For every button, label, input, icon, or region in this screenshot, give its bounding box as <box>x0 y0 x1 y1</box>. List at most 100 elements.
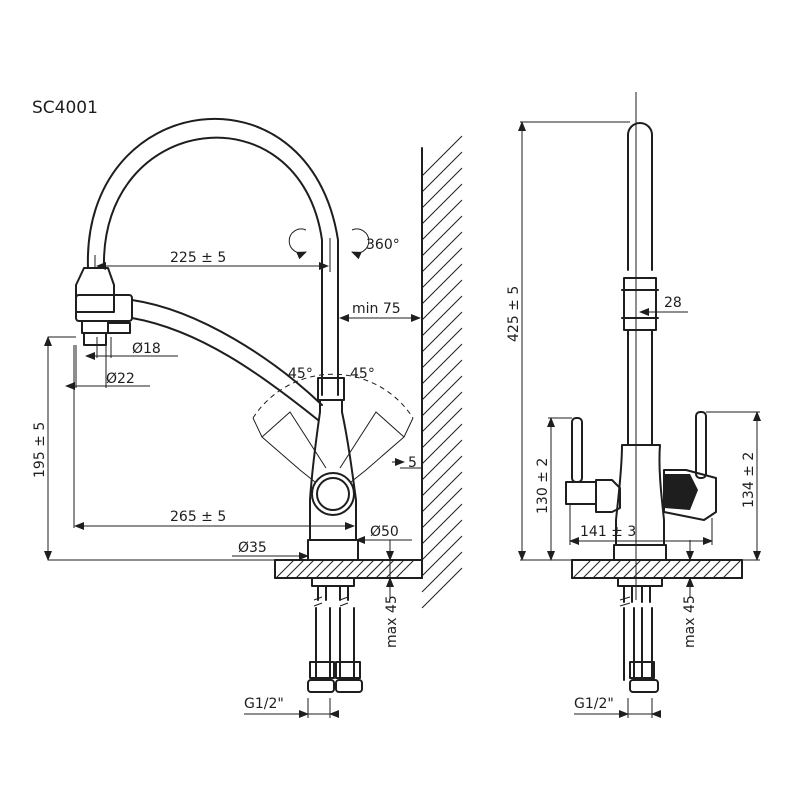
hatch-line <box>702 559 722 579</box>
front-body <box>613 444 667 561</box>
dimension-total-reach: 265 ± 5 <box>74 509 355 530</box>
dimension-body-offset: 5 <box>392 455 422 471</box>
model-title: SC4001 <box>32 98 98 118</box>
dimension-counter-thickness-front: max 45 <box>682 540 698 648</box>
hatch-line <box>421 151 463 193</box>
label-right-handle-height: 134 ± 2 <box>741 452 757 508</box>
hatch-line <box>421 183 463 225</box>
hatch-line <box>421 487 463 529</box>
dimension-left-handle-height: 130 ± 2 <box>535 417 555 561</box>
dimension-thread-side: G1/2" <box>244 696 339 718</box>
hatch-line <box>421 263 463 305</box>
hatch-line <box>421 551 463 593</box>
rotation-indicator: 360° <box>288 228 400 260</box>
hatch-line <box>421 247 463 289</box>
hatch-line <box>421 359 463 401</box>
hatch-line <box>355 559 375 579</box>
side-guide-lines <box>48 238 391 718</box>
hatch-line <box>421 439 463 481</box>
hatch-line <box>622 559 642 579</box>
label-rotation: 360° <box>366 237 400 253</box>
hatch-line <box>285 559 305 579</box>
hatch-line <box>421 519 463 561</box>
front-hoses <box>617 577 663 693</box>
hatch-line <box>421 503 463 545</box>
hatch-line <box>421 375 463 417</box>
dimension-wall-clearance: min 75 <box>339 301 421 322</box>
handle-swing-positions <box>252 373 414 483</box>
label-wall-clearance: min 75 <box>352 301 401 317</box>
label-total-height: 425 ± 5 <box>506 286 522 342</box>
label-left-handle-height: 130 ± 2 <box>535 458 551 514</box>
hatch-line <box>275 559 295 579</box>
label-thread-front: G1/2" <box>574 696 614 712</box>
dimension-counter-thickness-side: max 45 <box>384 540 400 648</box>
hatch-line <box>421 343 463 385</box>
dimension-total-height: 425 ± 5 <box>506 121 526 561</box>
label-spout-head: Ø22 <box>106 371 135 387</box>
spout-head <box>75 267 323 421</box>
supply-hoses-side <box>307 577 363 693</box>
hatch-line <box>421 311 463 353</box>
hatch-line <box>295 559 315 579</box>
hatch-line <box>325 559 345 579</box>
label-angle-right: 45° <box>350 366 375 382</box>
dimension-thread-front: G1/2" <box>574 696 661 718</box>
wall <box>421 135 463 609</box>
label-base: Ø35 <box>238 540 267 556</box>
front-spout <box>621 92 659 600</box>
hatch-line <box>305 559 325 579</box>
hatch-line <box>385 559 405 579</box>
dimension-base: Ø35 <box>232 540 309 560</box>
label-aerator: Ø18 <box>132 341 161 357</box>
dimension-aerator: Ø18 <box>85 337 178 360</box>
hatch-line <box>421 279 463 321</box>
countertop-side <box>274 559 423 579</box>
dimension-right-handle-height: 134 ± 2 <box>741 411 761 561</box>
hatch-line <box>672 559 692 579</box>
front-view: 425 ± 5 28 130 ± 2 134 ± 2 141 ± 3 max 4… <box>506 92 761 718</box>
hatch-line <box>722 559 742 579</box>
dimension-spout-reach: 225 ± 5 <box>96 250 329 270</box>
hatch-line <box>682 559 702 579</box>
hatch-line <box>662 559 682 579</box>
hatch-line <box>652 559 672 579</box>
label-handle-span: 141 ± 3 <box>580 524 636 540</box>
hatch-line <box>421 423 463 465</box>
label-body: Ø50 <box>370 524 399 540</box>
hatch-line <box>421 471 463 513</box>
hatch-line <box>395 559 415 579</box>
hatch-line <box>712 559 732 579</box>
hatch-line <box>572 559 592 579</box>
hatch-line <box>365 559 385 579</box>
hatch-line <box>421 535 463 577</box>
label-spout-tube: 28 <box>664 295 682 311</box>
hatch-line <box>345 559 365 579</box>
hatch-line <box>582 559 602 579</box>
front-guide-lines <box>520 121 760 718</box>
hatch-line <box>315 559 335 579</box>
label-thread-side: G1/2" <box>244 696 284 712</box>
label-counter-thickness-side: max 45 <box>384 595 400 648</box>
dimension-spout-head: Ø22 <box>65 345 150 390</box>
hatch-line <box>421 455 463 497</box>
hatch-line <box>692 559 712 579</box>
label-body-offset: 5 <box>408 455 417 471</box>
hatch-line <box>421 567 463 609</box>
hatch-line <box>421 407 463 449</box>
faucet-body <box>307 377 359 561</box>
side-view: 225 ± 5 360° min 75 Ø18 Ø22 <box>32 118 463 718</box>
countertop-front <box>571 559 743 579</box>
label-total-reach: 265 ± 5 <box>170 509 226 525</box>
front-right-handle <box>663 411 717 521</box>
label-spout-height: 195 ± 5 <box>32 422 48 478</box>
hatch-line <box>421 215 463 257</box>
hatch-line <box>421 231 463 273</box>
dimension-spout-height: 195 ± 5 <box>32 336 52 561</box>
hatch-line <box>592 559 612 579</box>
hatch-line <box>642 559 662 579</box>
hatch-line <box>612 559 632 579</box>
hatch-line <box>421 199 463 241</box>
hatch-line <box>421 135 463 177</box>
